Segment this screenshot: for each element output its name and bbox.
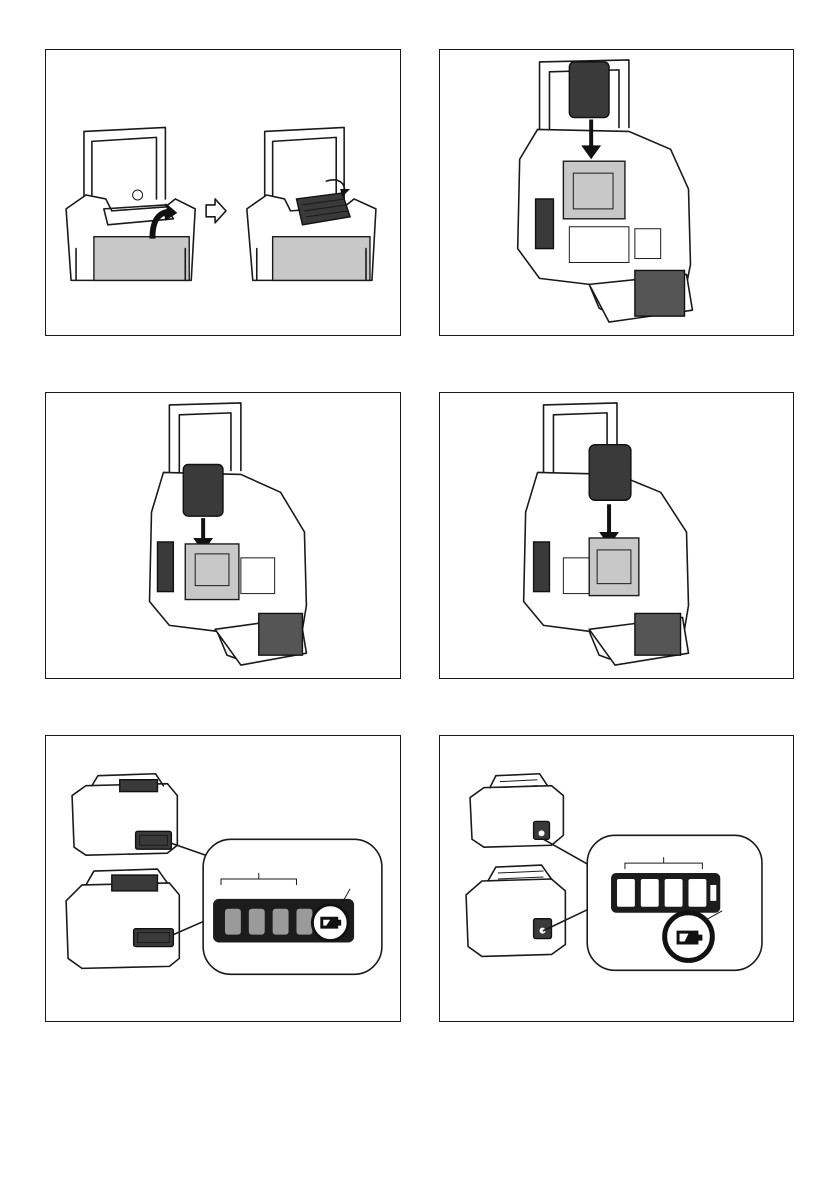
speaker-grille	[635, 270, 685, 316]
indicator-callout	[587, 835, 762, 970]
battery-pack-top	[72, 774, 177, 855]
figure-6-battery-indicator	[439, 735, 794, 1022]
indicator-lamp-2	[249, 909, 265, 935]
next-step-arrow-icon	[206, 199, 226, 223]
speaker-grille	[635, 613, 681, 655]
side-grip	[157, 542, 173, 592]
indicator-lamp-1	[225, 909, 241, 935]
figure-5-battery-indicator	[45, 735, 401, 1022]
battery-cartridge	[569, 62, 609, 118]
battery-pack-bottom	[66, 869, 179, 968]
indicator-callout	[203, 839, 382, 974]
speaker-grille	[259, 613, 303, 655]
figure-4-insert-battery-right	[439, 392, 794, 679]
side-grip	[534, 542, 550, 592]
side-grip	[536, 199, 554, 249]
indicator-lamp-3	[273, 909, 289, 935]
figure-5-drawing	[46, 736, 400, 1021]
indicator-lamp-4	[296, 909, 312, 935]
radio-before-illustration	[66, 127, 195, 280]
figure-4-drawing	[440, 393, 793, 678]
figure-2-insert-battery	[439, 49, 794, 336]
battery-slot-highlight	[563, 161, 625, 219]
radio-after-illustration	[247, 127, 376, 280]
battery-cartridge	[183, 464, 223, 516]
battery-pack-bottom	[466, 865, 565, 956]
figure-1-open-lid	[45, 49, 401, 336]
battery-slot-highlight	[185, 544, 239, 600]
figure-2-drawing	[440, 50, 793, 335]
figure-3-drawing	[46, 393, 400, 678]
indicator-lamp-4	[688, 879, 706, 907]
indicator-lamp-3	[665, 879, 683, 907]
battery-cartridge	[589, 445, 631, 501]
figure-1-drawing	[46, 50, 400, 335]
battery-pack-top	[470, 774, 563, 847]
indicator-lamp-2	[641, 879, 659, 907]
indicator-lamp-1	[617, 879, 635, 907]
figure-3-insert-battery-left	[45, 392, 401, 679]
figure-6-drawing	[440, 736, 793, 1021]
